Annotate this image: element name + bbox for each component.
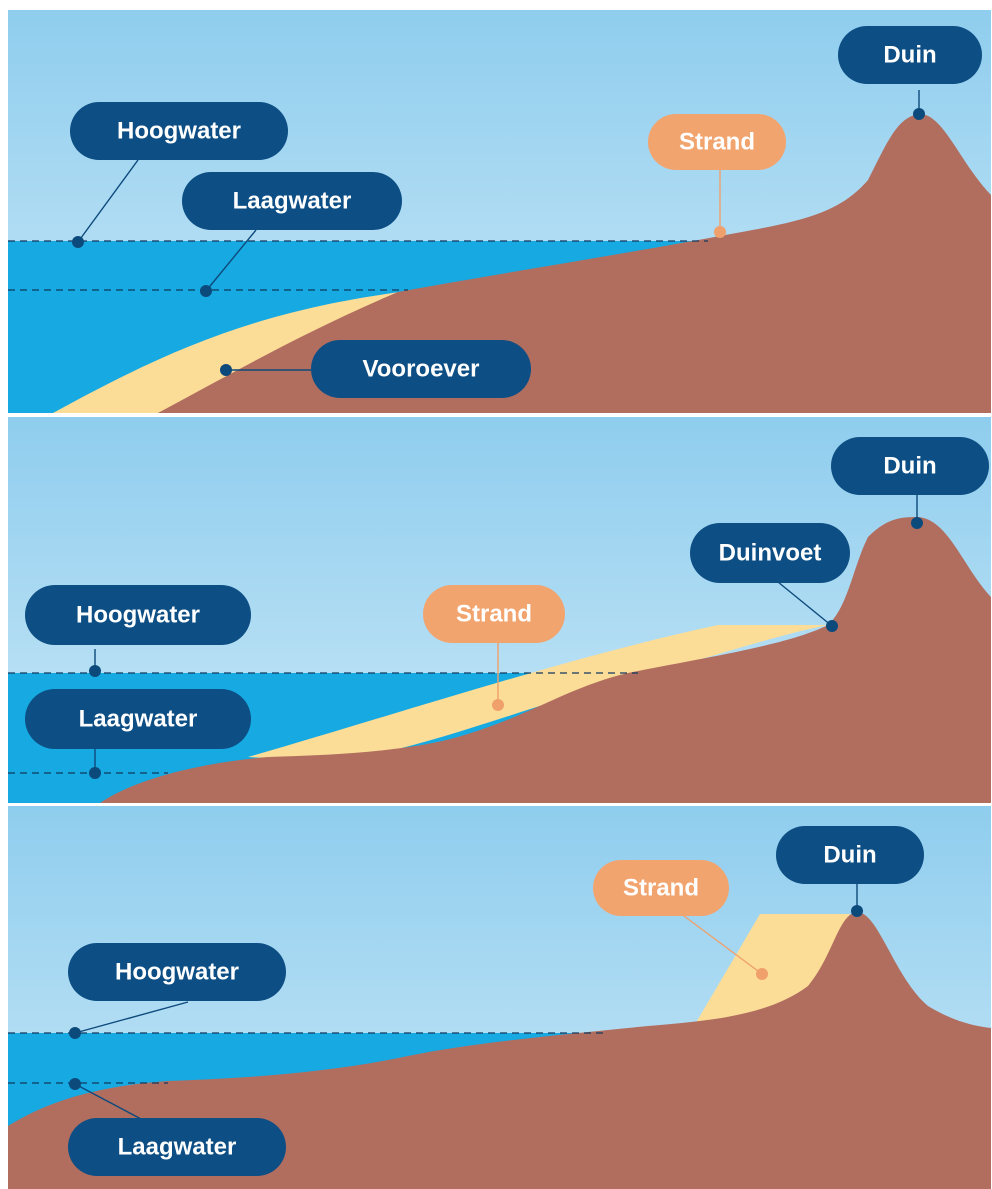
ground-profile: [100, 517, 991, 803]
diagram-panel-2: Hoogwater Laagwater Strand Duinvoet Duin: [8, 417, 991, 803]
duin-label-text: Duin: [883, 42, 936, 69]
dune-sand: [694, 914, 850, 1026]
laagwater-leader: [205, 229, 257, 292]
hoogwater-marker: [89, 665, 101, 677]
vooroever-label: Vooroever: [311, 340, 531, 398]
strand-label: Strand: [423, 585, 565, 643]
duinvoet-leader: [777, 581, 833, 627]
diagram-panel-1: Hoogwater Laagwater Vooroever Strand Dui…: [8, 10, 991, 413]
beach-sand: [248, 625, 828, 762]
duin-marker: [911, 517, 923, 529]
hoogwater-label-text: Hoogwater: [115, 959, 239, 986]
panel-1-svg: Hoogwater Laagwater Vooroever Strand Dui…: [8, 10, 991, 413]
strand-marker: [492, 699, 504, 711]
vooroever-label-text: Vooroever: [363, 356, 480, 383]
strand-label-text: Strand: [623, 875, 699, 902]
duin-marker: [851, 905, 863, 917]
hoogwater-label: Hoogwater: [25, 585, 251, 645]
laagwater-marker: [200, 285, 212, 297]
strand-marker: [756, 968, 768, 980]
laagwater-label-text: Laagwater: [79, 706, 198, 733]
hoogwater-label: Hoogwater: [70, 102, 288, 160]
strand-label: Strand: [593, 860, 729, 916]
panel-2-svg: Hoogwater Laagwater Strand Duinvoet Duin: [8, 417, 991, 803]
strand-label-text: Strand: [679, 129, 755, 156]
hoogwater-marker: [69, 1027, 81, 1039]
laagwater-label: Laagwater: [25, 689, 251, 749]
duin-label-text: Duin: [883, 453, 936, 480]
strand-label-text: Strand: [456, 601, 532, 628]
duin-label: Duin: [838, 26, 982, 84]
duinvoet-label-text: Duinvoet: [719, 540, 822, 567]
duin-label: Duin: [776, 826, 924, 884]
duin-marker: [913, 108, 925, 120]
hoogwater-label: Hoogwater: [68, 943, 286, 1001]
laagwater-marker: [69, 1078, 81, 1090]
hoogwater-marker: [72, 236, 84, 248]
hoogwater-leader: [74, 1001, 189, 1034]
vooroever-marker: [220, 364, 232, 376]
diagram-panel-3: Hoogwater Laagwater Strand Duin: [8, 806, 991, 1189]
duinvoet-marker: [826, 620, 838, 632]
hoogwater-label-text: Hoogwater: [76, 602, 200, 629]
panel-3-svg: Hoogwater Laagwater Strand Duin: [8, 806, 991, 1189]
duin-label: Duin: [831, 437, 989, 495]
laagwater-label-text: Laagwater: [118, 1134, 237, 1161]
duinvoet-label: Duinvoet: [690, 523, 850, 583]
laagwater-label: Laagwater: [182, 172, 402, 230]
laagwater-label: Laagwater: [68, 1118, 286, 1176]
duin-label-text: Duin: [823, 842, 876, 869]
hoogwater-leader: [77, 159, 139, 243]
laagwater-label-text: Laagwater: [233, 188, 352, 215]
strand-marker: [714, 226, 726, 238]
hoogwater-label-text: Hoogwater: [117, 118, 241, 145]
strand-leader: [683, 915, 763, 975]
strand-label: Strand: [648, 114, 786, 170]
laagwater-marker: [89, 767, 101, 779]
ground-profile: [158, 113, 991, 413]
